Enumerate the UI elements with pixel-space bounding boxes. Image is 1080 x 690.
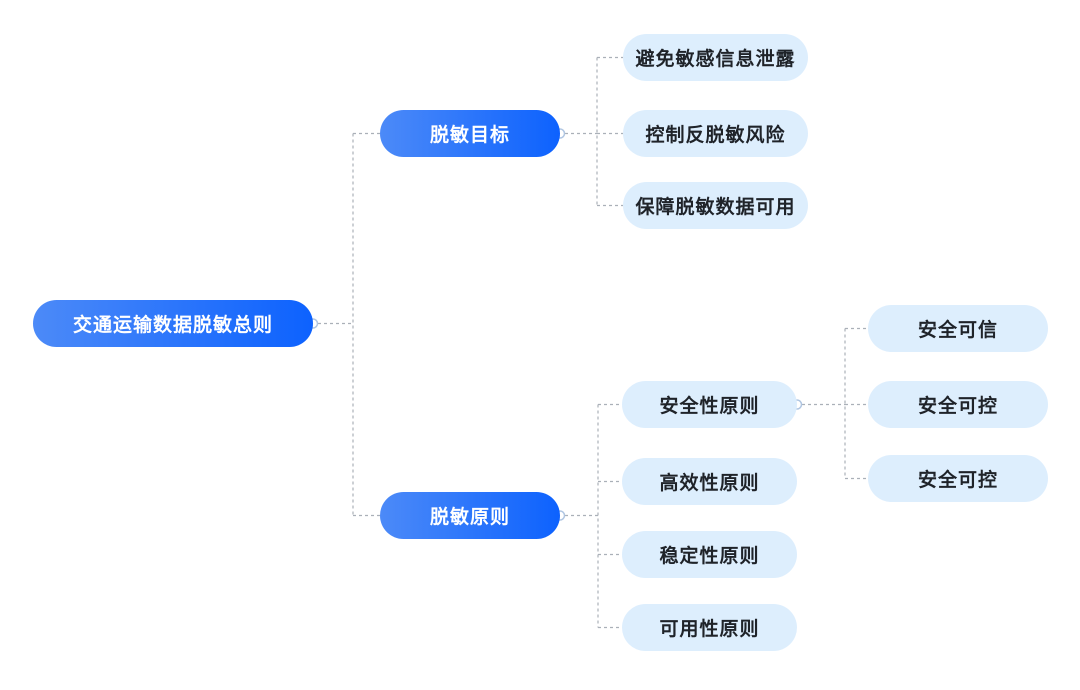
node-label: 避免敏感信息泄露 [635, 49, 796, 70]
mindmap-node-s-3[interactable]: 安全可控 [868, 455, 1048, 502]
node-label: 安全可控 [917, 396, 998, 417]
mindmap-node-p-1[interactable]: 安全性原则 [622, 381, 797, 428]
mindmap-node-root[interactable]: 交通运输数据脱敏总则 [33, 300, 313, 347]
node-label: 安全可信 [917, 320, 998, 341]
node-label: 可用性原则 [659, 619, 760, 640]
mindmap-node-s-2[interactable]: 安全可控 [868, 381, 1048, 428]
mindmap-node-s-1[interactable]: 安全可信 [868, 305, 1048, 352]
node-label: 高效性原则 [659, 473, 760, 494]
mindmap-node-p-2[interactable]: 高效性原则 [622, 458, 797, 505]
node-label: 安全性原则 [659, 396, 760, 417]
mindmap-node-goal-2[interactable]: 控制反脱敏风险 [623, 110, 808, 157]
mindmap-node-goal-3[interactable]: 保障脱敏数据可用 [623, 182, 808, 229]
mindmap-node-p-4[interactable]: 可用性原则 [622, 604, 797, 651]
node-label: 保障脱敏数据可用 [635, 197, 796, 218]
node-label: 脱敏目标 [429, 125, 510, 146]
mindmap-node-goal[interactable]: 脱敏目标 [380, 110, 560, 157]
mindmap-node-principle[interactable]: 脱敏原则 [380, 492, 560, 539]
mindmap-node-p-3[interactable]: 稳定性原则 [622, 531, 797, 578]
node-label: 交通运输数据脱敏总则 [72, 315, 273, 336]
node-label: 脱敏原则 [429, 507, 510, 528]
mindmap-node-goal-1[interactable]: 避免敏感信息泄露 [623, 34, 808, 81]
node-label: 安全可控 [917, 470, 998, 491]
node-label: 稳定性原则 [659, 546, 760, 567]
node-label: 控制反脱敏风险 [645, 125, 786, 146]
